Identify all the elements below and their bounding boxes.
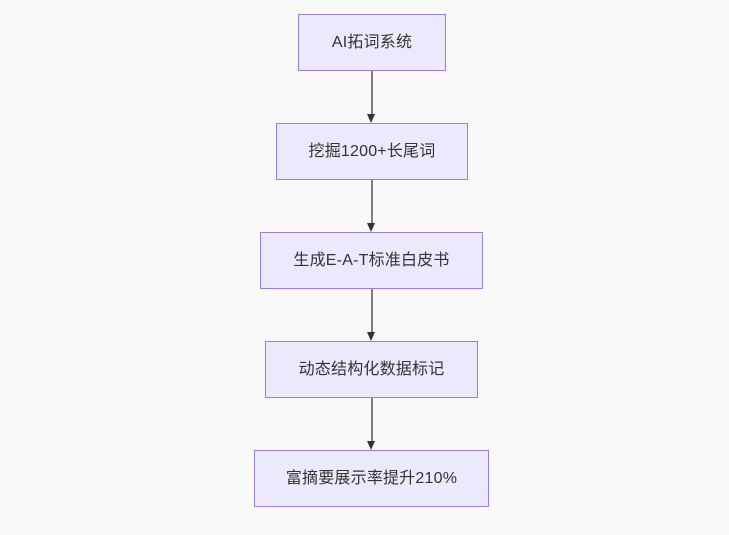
flow-node-label: 富摘要展示率提升210% <box>285 469 458 487</box>
flow-node-dynamic-structured-data-markup[interactable]: 动态结构化数据标记 <box>265 341 478 398</box>
edge-line <box>371 289 373 332</box>
flow-node-label: AI拓词系统 <box>331 33 413 51</box>
arrowhead-icon <box>367 332 375 341</box>
flow-node-label: 挖掘1200+长尾词 <box>308 142 436 160</box>
edge-line <box>371 398 373 441</box>
arrowhead-icon <box>367 223 375 232</box>
flow-node-rich-snippet-impression-lift[interactable]: 富摘要展示率提升210% <box>254 450 489 507</box>
flow-node-label: 动态结构化数据标记 <box>298 360 445 378</box>
flow-node-label: 生成E-A-T标准白皮书 <box>293 251 450 269</box>
edge-line <box>371 71 373 114</box>
edge-line <box>371 180 373 223</box>
flow-node-ai-keyword-system[interactable]: AI拓词系统 <box>298 14 446 71</box>
flow-node-mine-longtail-keywords[interactable]: 挖掘1200+长尾词 <box>276 123 468 180</box>
flow-node-generate-eat-whitepaper[interactable]: 生成E-A-T标准白皮书 <box>260 232 483 289</box>
arrowhead-icon <box>367 441 375 450</box>
arrowhead-icon <box>367 114 375 123</box>
